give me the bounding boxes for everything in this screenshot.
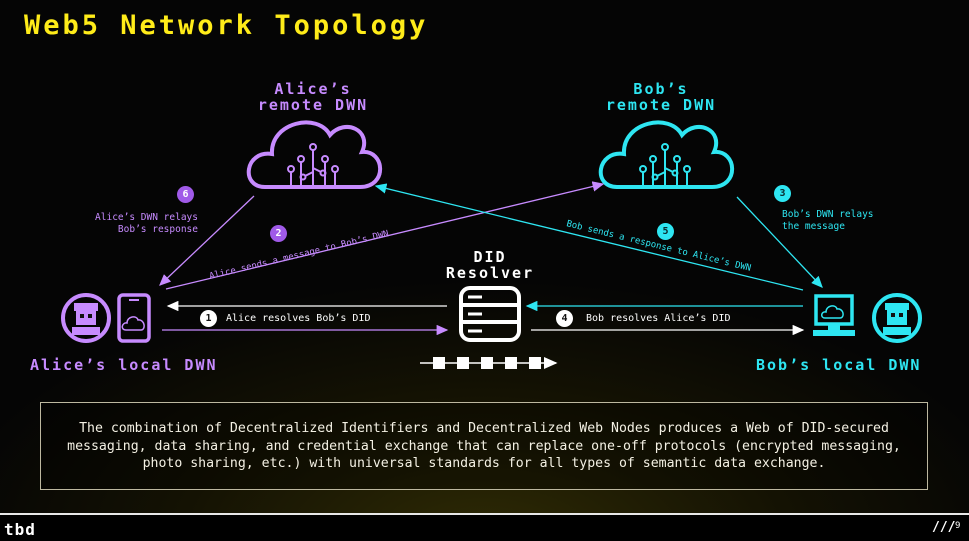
arrow-step-2 [165, 181, 605, 290]
page-title: Web5 Network Topology [24, 10, 429, 41]
step-4-badge: 4 [556, 310, 573, 327]
step-5-badge: 5 [657, 223, 674, 240]
slashes-decoration: /// [932, 520, 956, 535]
alice-local-dwn-label: Alice’s local DWN [30, 356, 218, 374]
bob-avatar-icon [872, 293, 922, 343]
description-box: The combination of Decentralized Identif… [40, 402, 928, 490]
bob-computer-icon [813, 294, 855, 336]
arrow-step-3 [736, 196, 823, 288]
arrow-step-5 [374, 183, 804, 291]
alice-phone-icon [117, 293, 151, 343]
footer-bar [0, 513, 969, 541]
did-resolver-label: DID Resolver [445, 248, 535, 282]
step-4-label: Bob resolves Alice’s DID [586, 313, 731, 324]
page-number: 9 [955, 521, 961, 531]
alice-remote-dwn-label: Alice’s remote DWN [257, 80, 369, 114]
step-6-label: Alice’s DWN relays Bob’s response [95, 212, 198, 235]
step-3-badge: 3 [774, 185, 791, 202]
tbd-logo: tbd [4, 520, 36, 539]
step-2-badge: 2 [270, 225, 287, 242]
bob-remote-dwn-label: Bob’s remote DWN [605, 80, 717, 114]
bob-local-dwn-label: Bob’s local DWN [756, 356, 922, 374]
alice-avatar-icon [61, 293, 111, 343]
bob-cloud-icon [598, 120, 735, 189]
resolver-stream-arrow [420, 357, 558, 369]
step-1-label: Alice resolves Bob’s DID [226, 313, 371, 324]
arrow-step-6 [159, 195, 255, 286]
alice-cloud-icon [246, 120, 383, 189]
step-6-badge: 6 [177, 186, 194, 203]
step-3-label: Bob’s DWN relays the message [782, 209, 874, 232]
step-2-label: Alice sends a message to Bob’s DWN [208, 229, 389, 282]
description-text: The combination of Decentralized Identif… [67, 421, 901, 471]
database-icon [459, 286, 521, 342]
step-1-badge: 1 [200, 310, 217, 327]
